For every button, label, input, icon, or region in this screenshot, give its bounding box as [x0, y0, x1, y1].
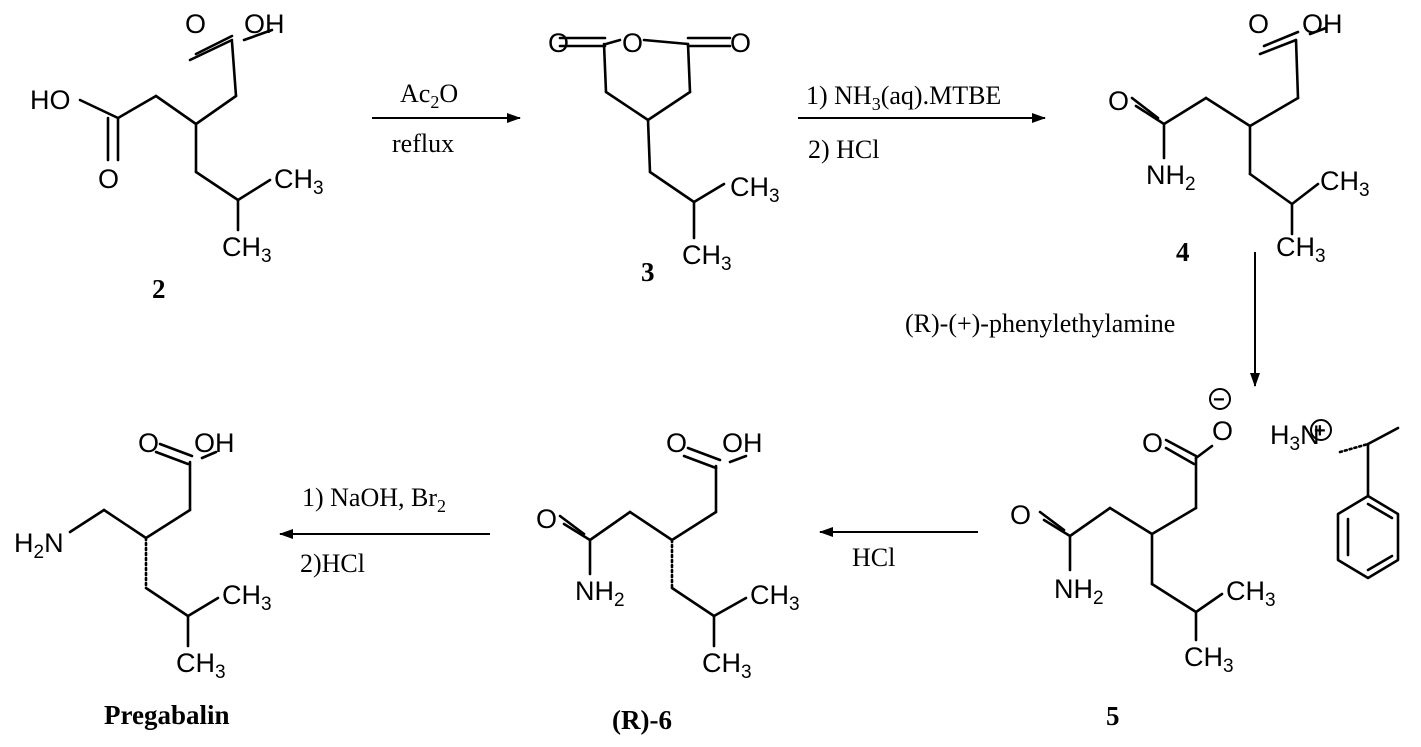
methyl-label: CH3	[1320, 166, 1370, 201]
methyl-label: CH3	[730, 172, 780, 207]
methyl-label: CH3	[222, 580, 272, 615]
compound-5-label: 5	[1106, 701, 1120, 731]
condition-hcl: HCl	[852, 543, 895, 572]
reaction-arrow-5: 1) NaOH, Br2 2)HCl	[280, 483, 490, 578]
methyl-label: CH3	[1226, 576, 1276, 611]
atom-o: O	[1248, 9, 1269, 39]
atom-o: O	[1108, 86, 1129, 116]
pregabalin-structure: O OH H2N CH3 CH3 Pregabalin	[14, 428, 272, 730]
atom-o: O	[1142, 428, 1163, 458]
condition-reflux: reflux	[392, 129, 454, 158]
atom-o: O	[1212, 416, 1233, 446]
reaction-arrow-1: Ac2O reflux	[372, 79, 520, 158]
atom-o: O	[536, 504, 557, 534]
condition-hcl: 2) HCl	[808, 135, 880, 164]
condition-ammonia: 1) NH3(aq).MTBE	[806, 81, 1001, 114]
atom-o: O	[730, 28, 751, 58]
methyl-label: CH3	[222, 232, 272, 267]
compound-4-structure: O OH O NH2 CH3 CH3 4	[1108, 9, 1370, 267]
atom-o: O	[98, 164, 119, 194]
atom-o: O	[666, 428, 687, 458]
atom-oh: OH	[1302, 9, 1343, 39]
condition-resolving-agent: (R)-(+)-phenylethylamine	[905, 309, 1175, 338]
amide-nh2: NH2	[1054, 574, 1104, 609]
reaction-arrow-2: 1) NH3(aq).MTBE 2) HCl	[798, 81, 1045, 164]
compound-5-structure: O O − O NH2 CH3 CH3 H3N + 5	[1010, 389, 1398, 731]
atom-o: O	[138, 428, 159, 458]
negative-charge-sign: −	[1213, 389, 1225, 411]
condition-hcl: 2)HCl	[300, 549, 365, 578]
amine-h2n: H2N	[14, 528, 64, 563]
atom-oh: OH	[244, 9, 285, 39]
atom-oh: OH	[194, 428, 235, 458]
compound-r6-structure: O OH O NH2 CH3 CH3 (R)-6	[536, 428, 800, 735]
atom-oh: OH	[722, 428, 763, 458]
methyl-label: CH3	[176, 648, 226, 683]
compound-3-label: 3	[641, 257, 655, 287]
reaction-arrow-3: (R)-(+)-phenylethylamine	[905, 252, 1255, 386]
compound-3-structure: O O O CH3 CH3 3	[548, 28, 780, 287]
methyl-label: CH3	[750, 580, 800, 615]
compound-2-label: 2	[152, 274, 166, 304]
atom-o: O	[622, 28, 643, 58]
compound-4-label: 4	[1176, 237, 1190, 267]
methyl-label: CH3	[1184, 642, 1234, 677]
pregabalin-label: Pregabalin	[104, 700, 230, 730]
amide-nh2: NH2	[1146, 160, 1196, 195]
atom-ho: HO	[30, 85, 71, 115]
atom-o: O	[548, 28, 569, 58]
methyl-label: CH3	[1276, 232, 1326, 267]
atom-o: O	[1010, 500, 1031, 530]
compound-r6-label: (R)-6	[612, 705, 672, 735]
methyl-label: CH3	[274, 164, 324, 199]
condition-reagent: Ac2O	[400, 79, 458, 112]
atom-o: O	[185, 9, 206, 39]
methyl-label: CH3	[702, 648, 752, 683]
positive-charge-sign: +	[1314, 420, 1326, 442]
hashed-bond	[1340, 444, 1368, 452]
compound-2-structure: O OH HO O CH3 CH3 2	[30, 9, 324, 304]
condition-hofmann: 1) NaOH, Br2	[302, 483, 446, 516]
reaction-arrow-4: HCl	[820, 532, 978, 572]
amide-nh2: NH2	[575, 576, 625, 611]
methyl-label: CH3	[682, 240, 732, 275]
